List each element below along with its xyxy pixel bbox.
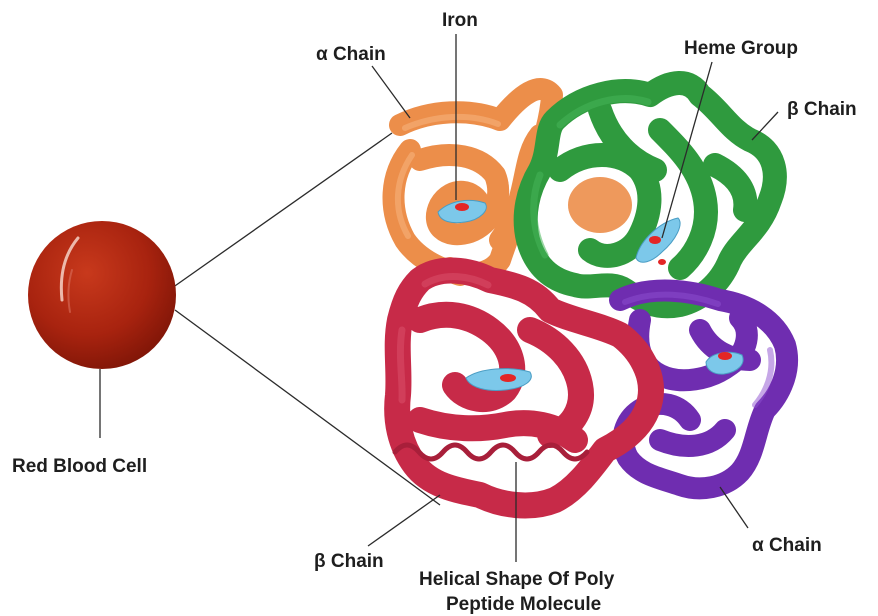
helical-label-line1: Helical Shape Of Poly (419, 569, 615, 590)
zoom-line-upper (172, 133, 392, 288)
iron-label: Iron (442, 10, 478, 31)
alpha-chain-bottom-label: α Chain (752, 535, 822, 556)
alpha-chain-top-label: α Chain (316, 44, 386, 65)
heme-group-label: Heme Group (684, 38, 798, 59)
beta-bottom-leader (368, 495, 440, 546)
beta-chain-right-subunit (526, 83, 775, 306)
beta-chain-right-label: β Chain (787, 99, 857, 120)
red-blood-cell (28, 221, 176, 369)
helical-label-line2: Peptide Molecule (446, 594, 601, 615)
alpha-top-leader (372, 66, 410, 118)
beta-chain-bottom-label: β Chain (314, 551, 384, 572)
alpha-bottom-leader (720, 487, 748, 528)
red-blood-cell-label: Red Blood Cell (12, 456, 147, 477)
iron-dot (455, 203, 469, 211)
